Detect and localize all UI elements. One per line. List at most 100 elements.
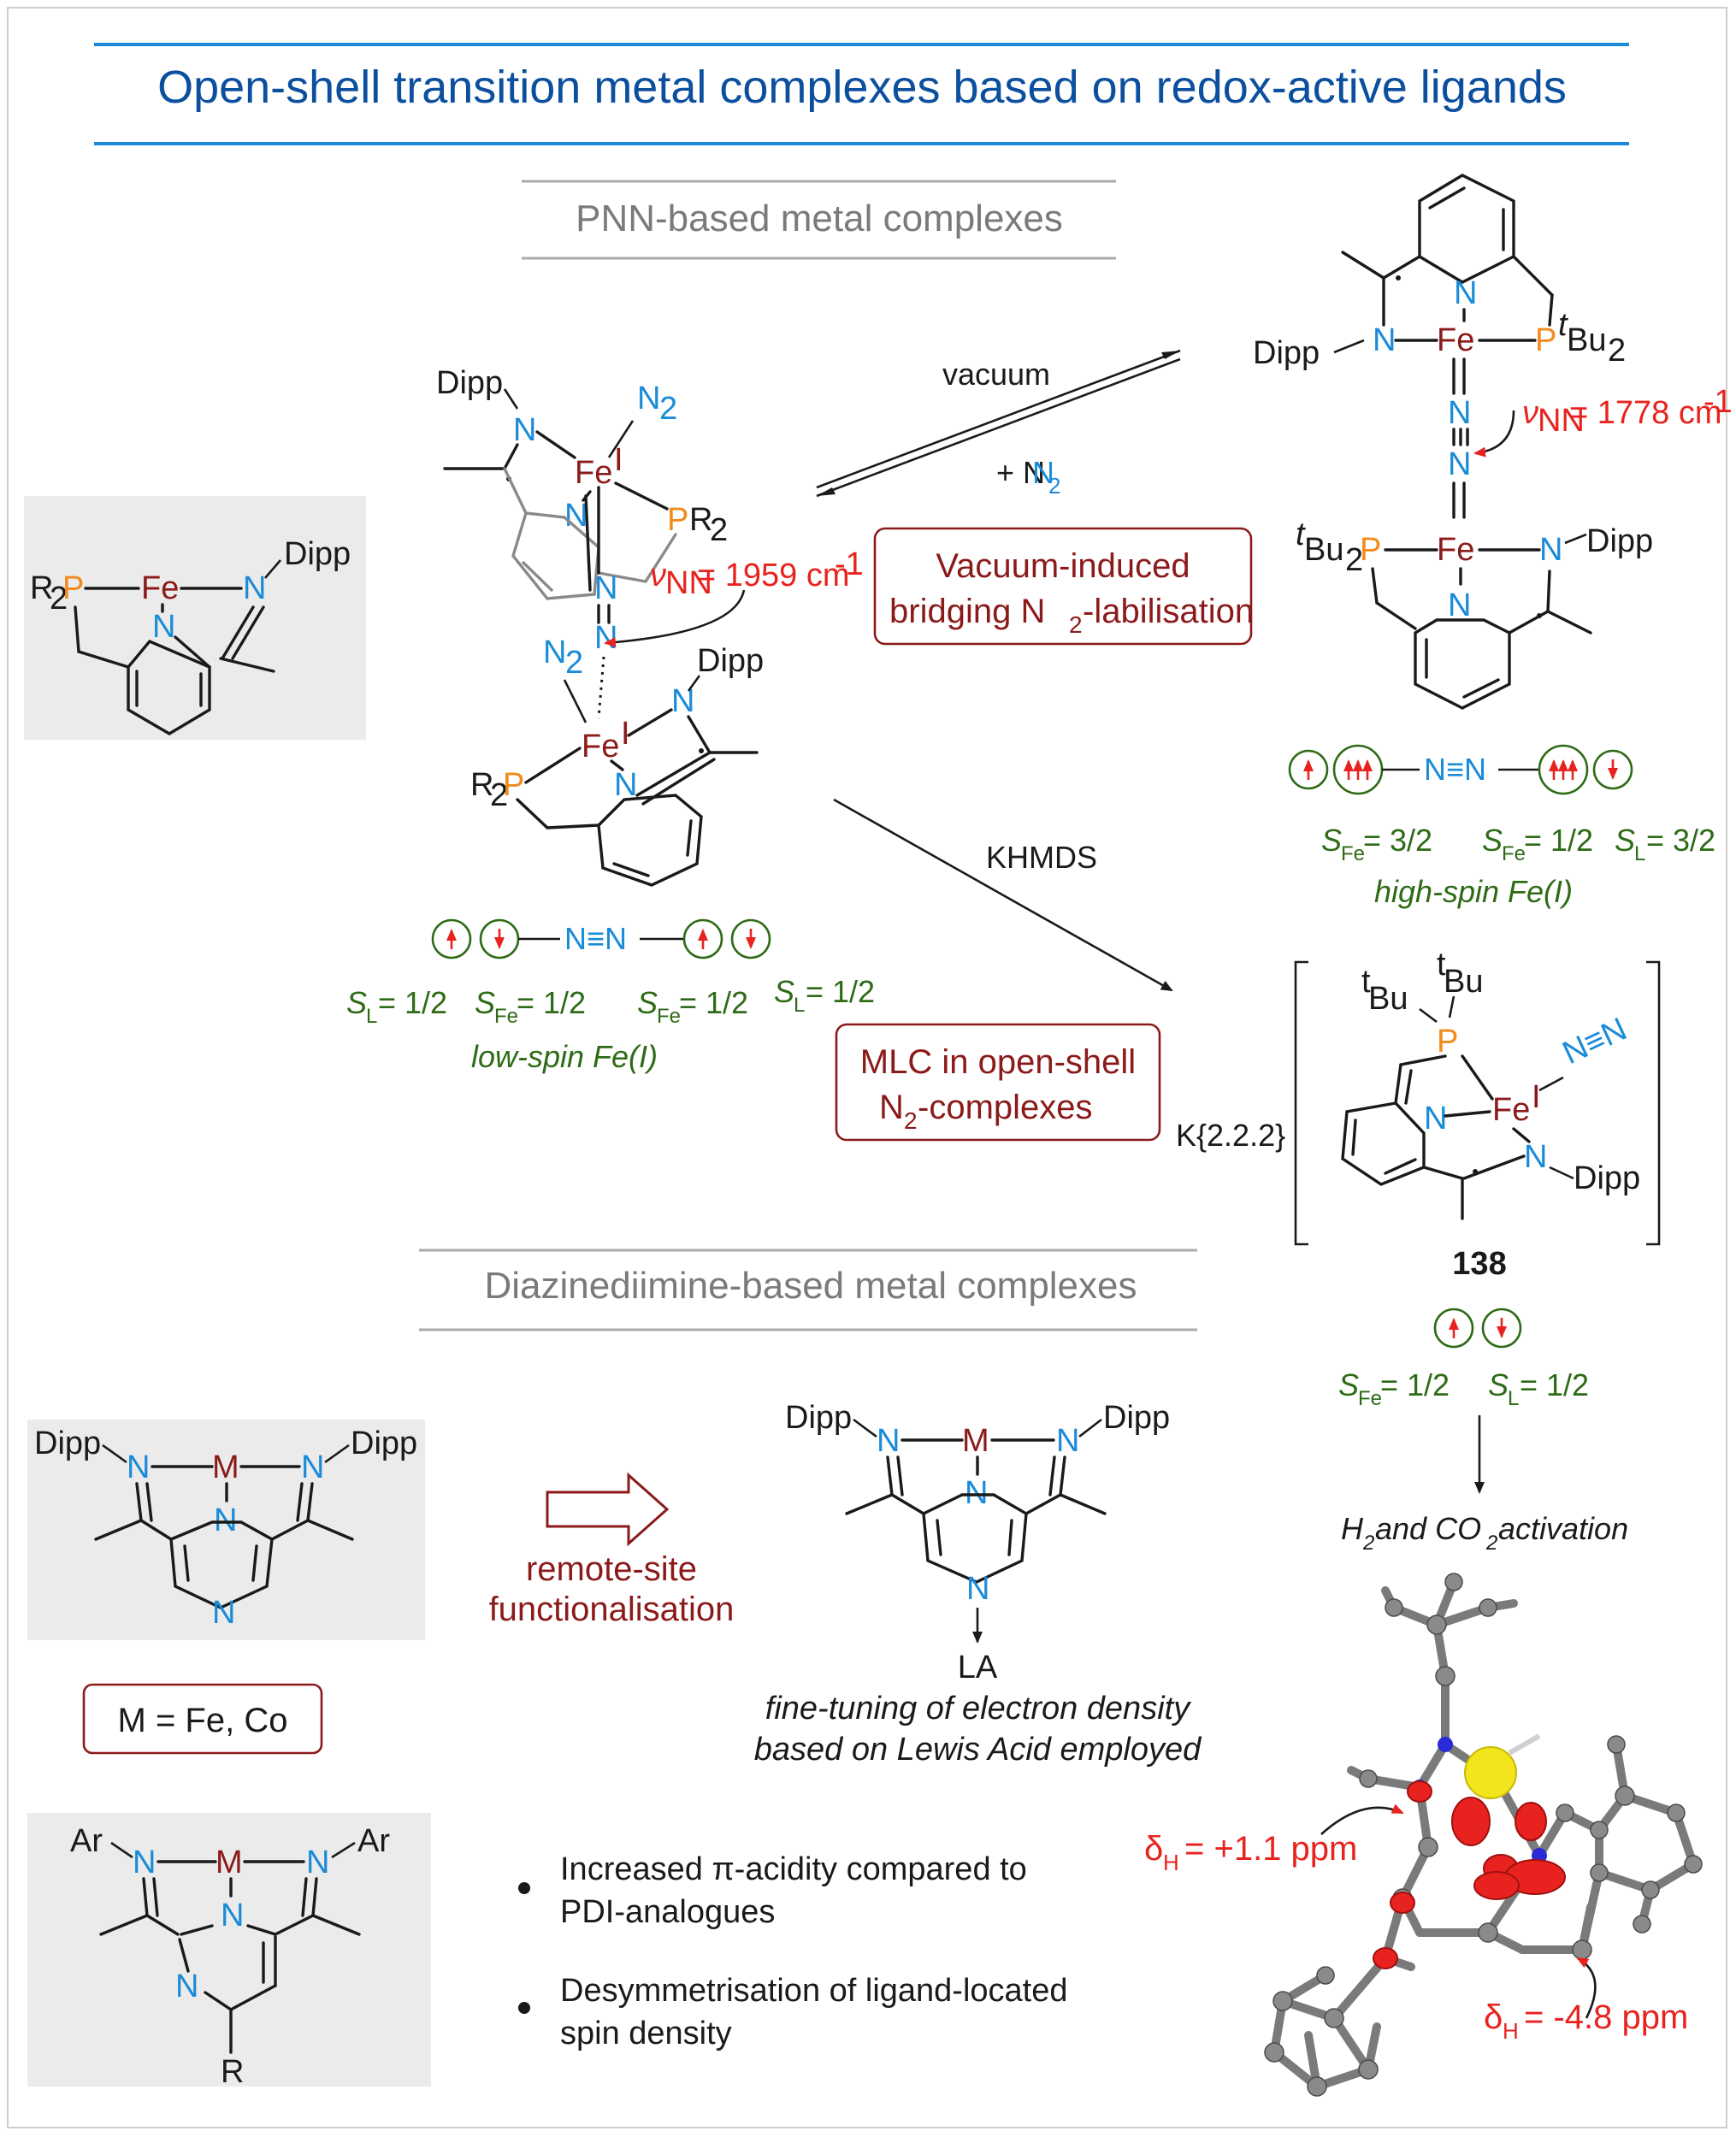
svg-text:N: N bbox=[879, 1089, 904, 1126]
remote-site-arrow bbox=[546, 1472, 670, 1547]
fine-tuning-line1: fine-tuning of electron density bbox=[765, 1691, 1191, 1727]
khmds-label: KHMDS bbox=[986, 840, 1097, 875]
svg-text:M: M bbox=[216, 1845, 243, 1880]
svg-text:= 1/2: = 1/2 bbox=[679, 985, 748, 1020]
svg-text:ν: ν bbox=[1522, 395, 1538, 431]
svg-text:P: P bbox=[1360, 532, 1381, 568]
svg-text:2: 2 bbox=[1069, 611, 1083, 638]
svg-text:N: N bbox=[594, 620, 617, 656]
svg-text:N: N bbox=[1539, 532, 1562, 568]
svg-text:2: 2 bbox=[1048, 473, 1060, 499]
svg-text:and CO: and CO bbox=[1375, 1511, 1481, 1546]
svg-text:2: 2 bbox=[1345, 542, 1363, 578]
svg-text:2: 2 bbox=[1362, 1532, 1374, 1555]
plus-n2-n: N bbox=[1032, 455, 1054, 490]
svg-text:L: L bbox=[1634, 842, 1645, 865]
plus-n2-label: + N 2 bbox=[996, 455, 1060, 499]
svg-text:Fe: Fe bbox=[582, 729, 619, 764]
svg-text:N: N bbox=[301, 1449, 324, 1485]
svg-text:2: 2 bbox=[659, 391, 677, 427]
svg-text:R: R bbox=[30, 570, 53, 606]
diazine-ligand-structure: Dipp N M N Dipp N N bbox=[27, 1420, 425, 1640]
svg-text:= 1/2: = 1/2 bbox=[1524, 823, 1593, 858]
la-label: LA bbox=[958, 1650, 998, 1685]
svg-text:Dipp: Dipp bbox=[1253, 335, 1320, 371]
svg-text:N: N bbox=[175, 1969, 198, 2004]
nu-nn-arrow-low bbox=[604, 589, 746, 648]
h2-co2-activation-label: H 2 and CO 2 activation bbox=[1341, 1511, 1628, 1555]
svg-text:N: N bbox=[965, 1475, 988, 1511]
svg-text:N: N bbox=[306, 1845, 329, 1880]
vacuum-induced-callout bbox=[873, 527, 1253, 646]
svg-text:S: S bbox=[1321, 823, 1342, 858]
svg-text:S: S bbox=[346, 985, 367, 1020]
svg-text:δ: δ bbox=[1144, 1830, 1163, 1868]
svg-text:t: t bbox=[1296, 517, 1306, 552]
svg-text:S: S bbox=[1615, 823, 1635, 858]
svg-text:H: H bbox=[1341, 1511, 1364, 1546]
svg-text:activation: activation bbox=[1498, 1511, 1628, 1546]
low-spin-caption: low-spin Fe(I) bbox=[471, 1039, 658, 1074]
svg-text:N: N bbox=[1448, 587, 1471, 623]
svg-text:spin density: spin density bbox=[560, 2016, 732, 2051]
svg-text:= 3/2: = 3/2 bbox=[1646, 823, 1715, 858]
metal-callout bbox=[82, 1683, 323, 1755]
svg-text:N: N bbox=[1448, 395, 1471, 431]
svg-text:-complexes: -complexes bbox=[918, 1089, 1093, 1126]
svg-text:2: 2 bbox=[565, 645, 583, 681]
mlc-line2: N 2 -complexes bbox=[879, 1089, 1093, 1134]
remote-site-line1: remote-site bbox=[526, 1550, 697, 1588]
svg-text:Dipp: Dipp bbox=[436, 365, 503, 401]
svg-text:N: N bbox=[966, 1571, 989, 1607]
nu-nn-high-label: ν NN = 1778 cm -1 bbox=[1522, 384, 1733, 439]
vacuum-induced-line1: Vacuum-induced bbox=[936, 547, 1190, 585]
svg-text:Dipp: Dipp bbox=[284, 536, 351, 572]
pnn-section-title: PNN-based metal complexes bbox=[576, 198, 1063, 239]
svg-text:S: S bbox=[774, 974, 794, 1009]
high-spin-caption: high-spin Fe(I) bbox=[1374, 874, 1573, 909]
svg-text:Dipp: Dipp bbox=[1574, 1160, 1640, 1196]
svg-text:t: t bbox=[1361, 964, 1371, 1000]
svg-text:S: S bbox=[637, 985, 658, 1020]
svg-text:N: N bbox=[1056, 1423, 1079, 1459]
svg-text:N: N bbox=[513, 412, 536, 448]
svg-text:2: 2 bbox=[490, 777, 508, 813]
svg-text:Bu: Bu bbox=[1444, 964, 1483, 1000]
svg-text:S: S bbox=[1338, 1367, 1359, 1402]
bullet-2: Desymmetrisation of ligand-located spin … bbox=[518, 1973, 1068, 2051]
svg-text:= +1.1 ppm: = +1.1 ppm bbox=[1184, 1830, 1357, 1868]
svg-text:N: N bbox=[877, 1423, 900, 1459]
svg-text:= 1959 cm: = 1959 cm bbox=[697, 558, 850, 593]
svg-text:= 1/2: = 1/2 bbox=[1520, 1367, 1589, 1402]
khmds-arrow bbox=[833, 798, 1173, 992]
metal-label: M = Fe, Co bbox=[118, 1702, 288, 1739]
svg-text:N: N bbox=[614, 767, 637, 803]
pnn-ligand-structure: R2 P Fe N Dipp N bbox=[24, 496, 366, 740]
svg-text:-labilisation: -labilisation bbox=[1083, 593, 1254, 630]
svg-text:N≡N: N≡N bbox=[1557, 1012, 1633, 1072]
svg-text:N: N bbox=[214, 1502, 237, 1538]
svg-text:N: N bbox=[152, 609, 175, 645]
compound-138-s-labels: S Fe = 1/2 S L = 1/2 bbox=[1338, 1367, 1589, 1410]
svg-text:H: H bbox=[1503, 2018, 1519, 2044]
nu-nn-low-label: ν NN = 1959 cm -1 bbox=[650, 546, 864, 601]
svg-text:L: L bbox=[794, 994, 805, 1017]
svg-text:Ar: Ar bbox=[357, 1823, 390, 1859]
svg-text:Fe: Fe bbox=[141, 570, 179, 606]
shift-arrow-2 bbox=[1576, 1957, 1597, 2019]
high-spin-diagram: N≡N bbox=[1288, 744, 1633, 795]
pyrimidine-ligand-structure: Ar N M N Ar N N R bbox=[27, 1813, 431, 2090]
svg-text:N: N bbox=[243, 570, 266, 606]
svg-text:Bu: Bu bbox=[1368, 981, 1408, 1017]
svg-text:N: N bbox=[1524, 1139, 1547, 1175]
svg-text:N: N bbox=[212, 1595, 235, 1631]
vacuum-induced-line2: bridging N 2 -labilisation bbox=[889, 593, 1254, 638]
svg-text:Dipp: Dipp bbox=[1103, 1400, 1170, 1436]
k222-label: K{2.2.2} bbox=[1176, 1118, 1285, 1153]
svg-text:t: t bbox=[1437, 947, 1446, 983]
reverse-equilibrium-arrow bbox=[816, 357, 1181, 498]
svg-text:= 1/2: = 1/2 bbox=[517, 985, 586, 1020]
